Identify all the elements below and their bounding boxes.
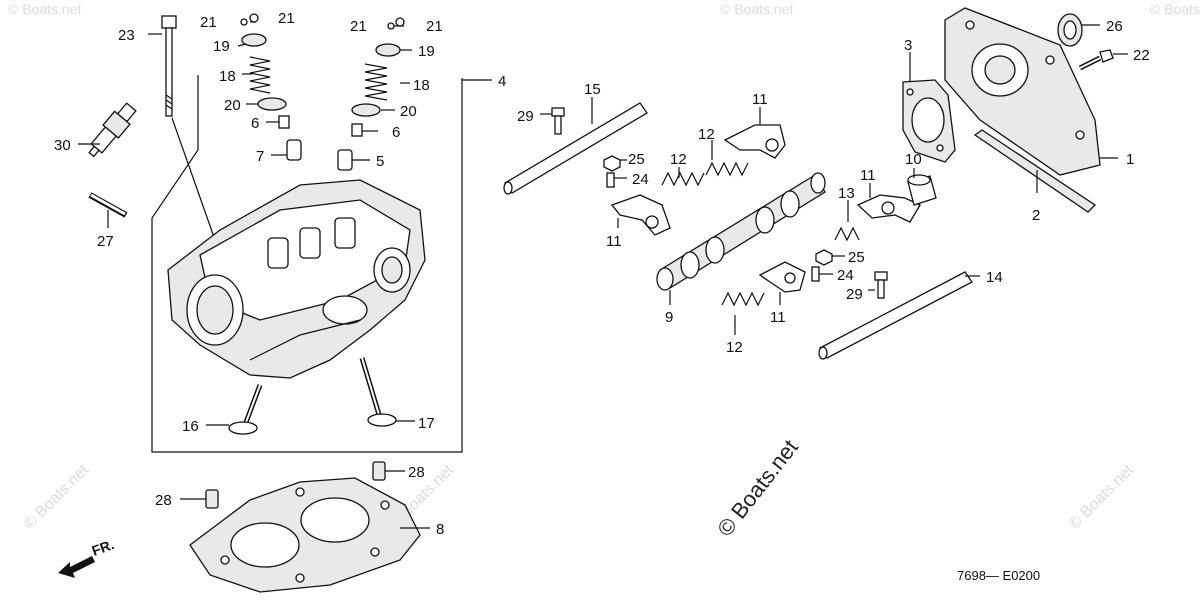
- callout-17: 17: [418, 415, 435, 432]
- callout-8: 8: [436, 521, 444, 538]
- rocker-bolt-lower: [868, 271, 888, 299]
- valve-train-left: [240, 13, 302, 161]
- camshaft: [656, 172, 826, 305]
- callout-21-b: 21: [278, 10, 295, 27]
- callout-27: 27: [97, 233, 114, 250]
- callout-22: 22: [1133, 47, 1150, 64]
- head-assembly-bracket: [151, 75, 492, 453]
- callout-labels: 1 2 3 4 5 6 6 7 8 9 10 11 11 11 11 12 12…: [54, 10, 1150, 538]
- callout-24-upper: 24: [632, 171, 649, 188]
- watermark-main: © Boats.net: [712, 435, 803, 541]
- callout-24-lower: 24: [837, 267, 854, 284]
- cover-bolt: [1078, 49, 1128, 71]
- exhaust-valve: [359, 357, 415, 427]
- callout-12-b: 12: [698, 126, 715, 143]
- callout-14: 14: [986, 269, 1003, 286]
- callout-20-left: 20: [224, 97, 241, 114]
- callout-4: 4: [498, 73, 506, 90]
- rocker-springs: [661, 140, 860, 335]
- callout-12-a: 12: [670, 151, 687, 168]
- rocker-shaft-lower: [818, 271, 980, 360]
- callout-6-right: 6: [392, 124, 400, 141]
- rocker-shaft-upper: [503, 97, 648, 195]
- callout-28-right: 28: [408, 464, 425, 481]
- timing-belt-strip: [973, 129, 1097, 213]
- callout-21-d: 21: [426, 18, 443, 35]
- shaft-collar: [907, 168, 937, 206]
- callout-21-c: 21: [350, 18, 367, 35]
- callout-28-left: 28: [155, 492, 172, 509]
- cam-cover: [944, 7, 1118, 176]
- cover-gasket: [902, 52, 956, 163]
- rocker-arm-right: [856, 183, 921, 223]
- front-direction-arrow: [58, 556, 95, 578]
- rocker-arm-upper-left: [610, 194, 671, 236]
- watermark-bottom-right: © Boats.net: [1066, 461, 1138, 533]
- callout-25-lower: 25: [848, 249, 865, 266]
- callout-20-right: 20: [400, 103, 417, 120]
- callout-19-left: 19: [213, 38, 230, 55]
- callout-15: 15: [584, 81, 601, 98]
- adjust-nut-screw-lower: [811, 249, 845, 282]
- adjust-nut-screw-upper: [603, 155, 627, 188]
- dowel-pins: [180, 461, 405, 509]
- callout-25-upper: 25: [628, 151, 645, 168]
- cylinder-head: [167, 179, 426, 379]
- callout-12-c: 12: [726, 339, 743, 356]
- callout-29-lower: 29: [846, 286, 863, 303]
- stud-bolt: [88, 192, 128, 228]
- callout-26: 26: [1106, 18, 1123, 35]
- catalog-code: 7698— E0200: [957, 568, 1040, 583]
- head-bolt: [148, 15, 216, 241]
- callout-3: 3: [904, 37, 912, 54]
- callout-10: 10: [905, 151, 922, 168]
- watermark-top-middle: © Boats.net: [720, 1, 793, 17]
- callout-18-right: 18: [413, 77, 430, 94]
- callout-18-left: 18: [219, 68, 236, 85]
- callout-9: 9: [665, 309, 673, 326]
- front-direction-label: FR.: [90, 536, 117, 559]
- rocker-bolt-upper: [540, 107, 565, 135]
- callout-2: 2: [1032, 207, 1040, 224]
- callout-30: 30: [54, 137, 71, 154]
- callout-13: 13: [838, 185, 855, 202]
- callout-1: 1: [1126, 151, 1134, 168]
- callout-29-upper: 29: [517, 108, 534, 125]
- callout-11-right: 11: [860, 167, 876, 184]
- callout-19-right: 19: [418, 43, 435, 60]
- callout-16: 16: [182, 418, 199, 435]
- callout-5: 5: [376, 153, 384, 170]
- callout-11-top: 11: [752, 91, 768, 108]
- spark-plug: [88, 102, 137, 158]
- rocker-arm-upper-right: [723, 107, 786, 159]
- watermark-top-left: © Boats.net: [8, 1, 81, 17]
- valve-train-right: [337, 17, 405, 171]
- callout-23: 23: [118, 27, 135, 44]
- callout-7: 7: [256, 148, 264, 165]
- intake-valve: [206, 384, 263, 435]
- callout-11-left: 11: [606, 233, 622, 250]
- head-gasket: [189, 477, 430, 593]
- leaders: [237, 21, 412, 111]
- oil-seal: [1057, 13, 1100, 47]
- watermark-bottom-left: © Boats.net: [21, 461, 93, 533]
- callout-11-bottom: 11: [770, 309, 786, 326]
- callout-21-a: 21: [200, 14, 217, 31]
- rocker-arm-lower-middle: [758, 261, 806, 305]
- watermark-top-right: © Boats.net: [1150, 1, 1200, 17]
- callout-6-left: 6: [251, 115, 259, 132]
